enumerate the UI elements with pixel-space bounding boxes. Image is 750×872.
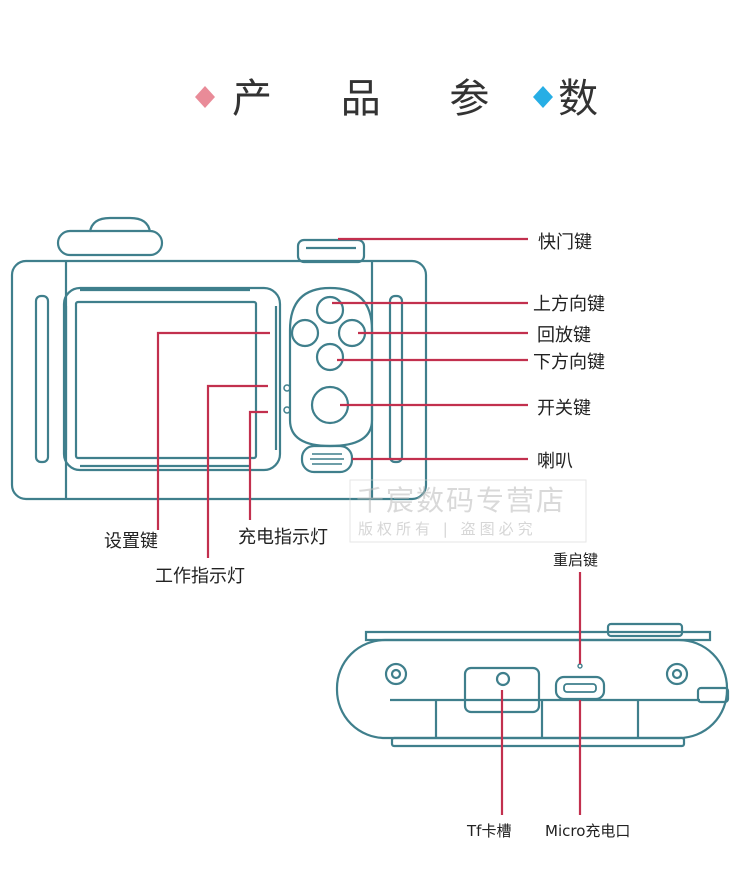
label-micro: Micro充电口	[545, 822, 630, 840]
top-knob-base	[56, 229, 164, 257]
label-power: 开关键	[537, 398, 591, 419]
reset-hole	[577, 663, 583, 669]
label-tf: Tf卡槽	[466, 822, 511, 840]
labels: 快门键 上方向键 回放键 下方向键 开关键 喇叭 设置键 充电指示灯 工作指示灯…	[104, 232, 630, 840]
page-title: 产 品 参 数	[232, 76, 626, 122]
leader-lines	[156, 237, 582, 815]
screen	[74, 300, 258, 460]
left-button	[290, 318, 320, 348]
charge-led	[283, 384, 291, 392]
watermark-line2: 版权所有 | 盗图必究	[358, 520, 537, 538]
label-up: 上方向键	[533, 294, 605, 315]
watermark: 千宸数码专营店 版权所有 | 盗图必究	[349, 479, 587, 543]
shutter-button	[296, 238, 366, 264]
label-down: 下方向键	[533, 352, 605, 373]
down-button	[315, 342, 345, 372]
label-settings: 设置键	[104, 531, 158, 552]
title-block: 产 品 参 数	[195, 76, 626, 122]
up-button	[315, 295, 345, 325]
diamond-right-icon	[533, 86, 553, 108]
label-shutter: 快门键	[538, 232, 592, 253]
label-speaker: 喇叭	[537, 451, 573, 472]
top-knob	[88, 216, 152, 233]
camera-bottom-view	[335, 622, 730, 748]
screw-right	[665, 662, 689, 686]
micro-usb-port	[554, 675, 606, 701]
bottom-body	[335, 638, 729, 740]
work-led	[283, 406, 291, 414]
diamond-left-icon	[195, 86, 215, 108]
watermark-line1: 千宸数码专营店	[356, 484, 566, 517]
screw-left	[384, 662, 408, 686]
label-charge-led: 充电指示灯	[238, 527, 328, 548]
label-reset: 重启键	[553, 551, 598, 569]
camera-body	[10, 259, 428, 501]
bottom-knob	[606, 622, 684, 638]
screen-bezel	[62, 286, 282, 472]
camera-front-view	[10, 216, 428, 501]
label-work-led: 工作指示灯	[155, 566, 245, 587]
label-playback: 回放键	[537, 325, 591, 346]
